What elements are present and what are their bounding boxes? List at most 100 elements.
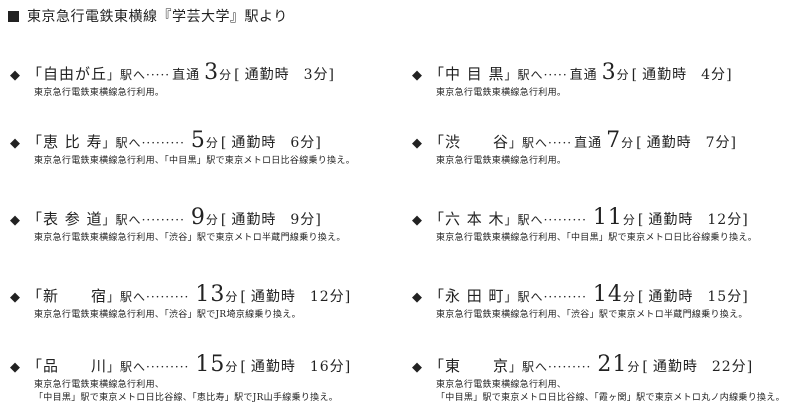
commute-value: 6分 (290, 135, 316, 151)
station-suffix: 」駅へ (107, 360, 147, 374)
route-note: 東京急行電鉄東横線急行利用、「中目黒」駅で東京メトロ日比谷線乗り換え。 (34, 155, 390, 168)
minutes-unit: 分 (622, 290, 636, 304)
leader-dots: ········· (141, 136, 185, 150)
station-suffix: 」駅へ (102, 136, 142, 150)
route-note: 東京急行電鉄東横線急行利用、「渋谷」駅でJR埼京線乗り換え。 (34, 309, 390, 322)
route-note: 東京急行電鉄東横線急行利用。 (34, 87, 390, 100)
direct-label: 直通 (172, 68, 201, 83)
minutes-unit: 分 (616, 68, 630, 82)
station-suffix: 」駅へ (102, 213, 142, 227)
station-name: 「東 京 (429, 357, 510, 375)
commute-label: 通勤時 (642, 67, 688, 83)
route-note-line: 東京急行電鉄東横線急行利用、 (436, 380, 567, 390)
minutes-value: 11 (592, 205, 623, 230)
station-suffix: 」駅へ (107, 68, 147, 82)
leader-dots: ····· (543, 68, 568, 82)
station-suffix: 」駅へ (509, 360, 549, 374)
direct-label: 直通 (574, 136, 603, 151)
station-name: 「品 川 (27, 357, 108, 375)
station-name: 「渋 谷 (429, 133, 510, 151)
station-name: 「六 本 木 (429, 210, 505, 228)
commute-label: 通勤時 (652, 359, 698, 375)
diamond-bullet-icon: ◆ (412, 360, 423, 375)
commute-value: 3分 (303, 67, 329, 83)
commute-value: 7分 (705, 135, 731, 151)
diamond-bullet-icon: ◆ (412, 213, 423, 228)
diamond-bullet-icon: ◆ (412, 290, 423, 305)
station-suffix: 」駅へ (509, 136, 549, 150)
station-suffix: 」駅へ (107, 290, 147, 304)
commute-value: 9分 (290, 212, 316, 228)
commute-value: 12分 (707, 212, 743, 228)
station-name: 「恵 比 寿 (27, 133, 103, 151)
page-title: 東京急行電鉄東横線『学芸大学』駅より (27, 9, 288, 25)
leader-dots: ····· (146, 68, 171, 82)
minutes-value: 14 (592, 282, 623, 307)
commute-label: 通勤時 (250, 359, 296, 375)
commute-label: 通勤時 (231, 212, 277, 228)
minutes-value: 13 (195, 282, 226, 307)
commute-label: 通勤時 (231, 135, 277, 151)
route-note-line: 東京急行電鉄東横線急行利用、「渋谷」駅でJR埼京線乗り換え。 (34, 310, 301, 320)
commute-label: 通勤時 (648, 212, 694, 228)
leader-dots: ········· (543, 213, 587, 227)
station-suffix: 」駅へ (504, 290, 544, 304)
minutes-unit: 分 (225, 360, 239, 374)
minutes-value: 9 (190, 205, 206, 230)
diamond-bullet-icon: ◆ (10, 213, 21, 228)
commute-value: 12分 (309, 289, 345, 305)
route-note-line: 「中目黒」駅で東京メトロ日比谷線、「霞ヶ関」駅で東京メトロ丸ノ内線乗り換え。 (436, 393, 785, 403)
minutes-unit: 分 (225, 290, 239, 304)
leader-dots: ········· (146, 360, 190, 374)
route-note: 東京急行電鉄東横線急行利用、「渋谷」駅で東京メトロ半蔵門線乗り換え。 (436, 309, 792, 322)
minutes-unit: 分 (622, 213, 636, 227)
station-suffix: 」駅へ (504, 213, 544, 227)
route-note-line: 東京急行電鉄東横線急行利用。 (436, 88, 567, 98)
minutes-unit: 分 (627, 360, 641, 374)
diamond-bullet-icon: ◆ (412, 136, 423, 151)
diamond-bullet-icon: ◆ (10, 290, 21, 305)
leader-dots: ········· (548, 360, 592, 374)
leader-dots: ····· (548, 136, 573, 150)
commute-value: 4分 (701, 67, 727, 83)
leader-dots: ········· (141, 213, 185, 227)
route-note: 東京急行電鉄東横線急行利用、「中目黒」駅で東京メトロ日比谷線、「霞ヶ関」駅で東京… (436, 379, 792, 405)
minutes-value: 3 (204, 60, 220, 85)
minutes-value: 7 (606, 128, 622, 153)
route-note: 東京急行電鉄東横線急行利用。 (436, 155, 792, 168)
direct-label: 直通 (569, 68, 598, 83)
minutes-value: 3 (601, 60, 617, 85)
commute-value: 22分 (711, 359, 747, 375)
route-note: 東京急行電鉄東横線急行利用。 (436, 87, 792, 100)
minutes-value: 5 (190, 128, 206, 153)
square-bullet-icon (8, 10, 19, 22)
route-note-line: 「中目黒」駅で東京メトロ日比谷線、「恵比寿」駅でJR山手線乗り換え。 (34, 393, 339, 403)
route-note-line: 東京急行電鉄東横線急行利用。 (436, 156, 567, 166)
